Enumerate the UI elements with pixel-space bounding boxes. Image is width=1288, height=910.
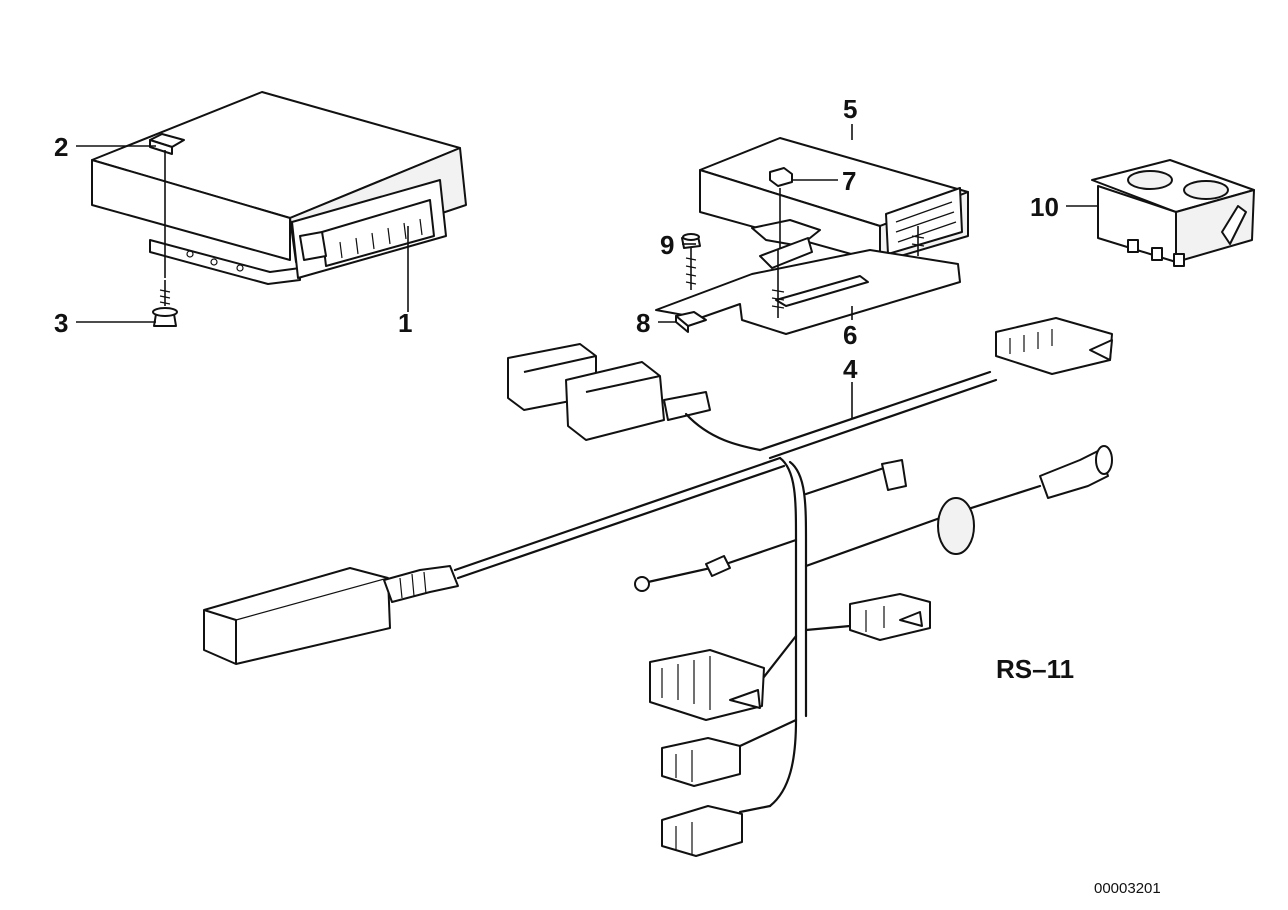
screw-part-3 bbox=[152, 280, 178, 327]
clip-nut-part-8 bbox=[675, 311, 707, 333]
callout-10: 10 bbox=[1030, 192, 1059, 222]
callout-7: 7 bbox=[842, 166, 856, 196]
callout-3: 3 bbox=[54, 308, 68, 338]
wiring-harness-part-4 bbox=[203, 317, 1113, 857]
control-unit-part-5 bbox=[699, 137, 969, 269]
callout-2: 2 bbox=[54, 132, 68, 162]
clip-nut-part-2 bbox=[149, 133, 185, 278]
callout-1: 1 bbox=[398, 308, 412, 338]
leader-lines bbox=[76, 124, 1098, 418]
callout-9: 9 bbox=[660, 230, 674, 260]
callout-4: 4 bbox=[843, 354, 858, 384]
callout-8: 8 bbox=[636, 308, 650, 338]
drawing-id: 00003201 bbox=[1094, 880, 1161, 897]
callout-labels: 2 3 1 5 7 9 8 6 4 10 bbox=[54, 94, 1059, 384]
bracket-plate-part-6 bbox=[655, 226, 961, 335]
screw-part-9 bbox=[681, 233, 701, 290]
switch-part-10 bbox=[1091, 159, 1255, 267]
section-code: RS–11 bbox=[996, 654, 1074, 684]
nut-part-7 bbox=[769, 167, 793, 248]
callout-5: 5 bbox=[843, 94, 857, 124]
callout-6: 6 bbox=[843, 320, 857, 350]
control-unit-part-1 bbox=[91, 91, 467, 285]
